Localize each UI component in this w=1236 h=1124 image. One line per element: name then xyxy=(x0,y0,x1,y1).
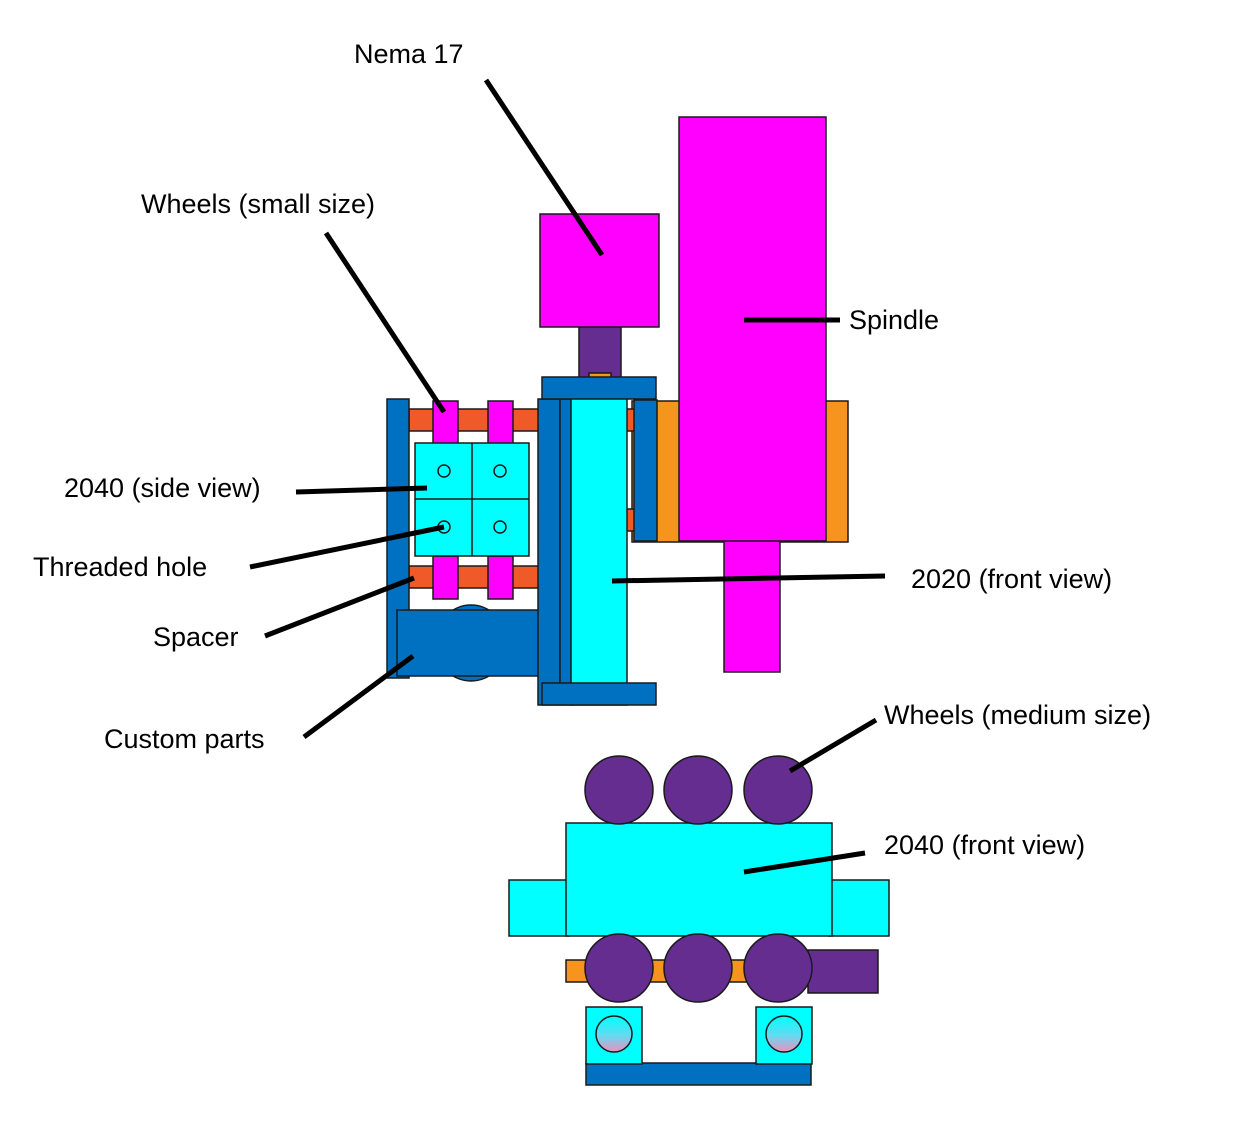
medium-wheel-top-2 xyxy=(663,755,733,825)
spindle-body xyxy=(678,116,827,542)
leader-nema17 xyxy=(483,78,605,257)
center-plate-left xyxy=(537,398,561,706)
bracket-bolt-right xyxy=(765,1015,803,1053)
leader-2020-front xyxy=(611,573,886,584)
threaded-hole xyxy=(493,464,507,478)
spacer-bottom xyxy=(408,565,541,589)
extrusion-2040-front-left-tab xyxy=(508,879,570,937)
bracket-bolt-left xyxy=(595,1015,633,1053)
label-wheels-small: Wheels (small size) xyxy=(141,189,375,219)
center-plate-right xyxy=(559,398,573,706)
nema17-motor xyxy=(539,213,660,328)
label-threaded-hole: Threaded hole xyxy=(33,552,207,582)
labels: Nema 17 Wheels (small size) Spindle 2040… xyxy=(33,39,1151,860)
custom-part xyxy=(396,604,549,682)
extrusion-2040-front xyxy=(565,822,833,937)
leader-wheels-medium xyxy=(788,717,878,774)
small-wheel-top-right xyxy=(487,400,514,445)
top-cap-plate xyxy=(541,376,657,400)
spindle-bit xyxy=(723,539,781,673)
label-2040-side: 2040 (side view) xyxy=(64,473,261,503)
extrusion-2040-side xyxy=(414,442,530,557)
small-wheel-bottom-left xyxy=(432,555,459,600)
bottom-base-plate xyxy=(585,1062,812,1086)
label-nema17: Nema 17 xyxy=(354,39,464,69)
extrusion-2040-front-right-tab xyxy=(828,879,890,937)
leader-wheels-small xyxy=(323,231,447,414)
medium-wheel-bottom-3 xyxy=(743,933,813,1003)
label-custom-parts: Custom parts xyxy=(104,724,265,754)
lower-motor-stub xyxy=(807,949,879,994)
small-wheel-top-left xyxy=(432,400,459,445)
label-2020-front: 2020 (front view) xyxy=(911,564,1112,594)
label-2040-front: 2040 (front view) xyxy=(884,830,1085,860)
bottom-cap-plate xyxy=(541,682,657,706)
leader-2040-front xyxy=(743,850,866,875)
upper-assembly xyxy=(386,116,849,706)
leader-2040-side xyxy=(295,485,428,495)
label-spindle: Spindle xyxy=(849,305,939,335)
leader-lines xyxy=(249,78,886,875)
lower-assembly xyxy=(508,755,890,1086)
small-wheel-bottom-right xyxy=(487,555,514,600)
spindle-side-plate xyxy=(633,399,658,542)
threaded-hole xyxy=(437,464,451,478)
medium-wheel-bottom-1 xyxy=(584,933,654,1003)
extrusion-2020-front xyxy=(570,396,628,706)
spacer-top xyxy=(408,408,541,432)
leader-custom-parts xyxy=(302,653,415,740)
label-wheels-medium: Wheels (medium size) xyxy=(884,700,1151,730)
threaded-hole xyxy=(493,520,507,534)
medium-wheel-bottom-2 xyxy=(663,933,733,1003)
medium-wheel-top-3 xyxy=(743,755,813,825)
label-spacer: Spacer xyxy=(153,622,239,652)
leader-spacer xyxy=(264,575,415,639)
nema17-coupler xyxy=(578,325,622,379)
leader-threaded-hole xyxy=(249,524,445,570)
medium-wheel-top-1 xyxy=(584,755,654,825)
